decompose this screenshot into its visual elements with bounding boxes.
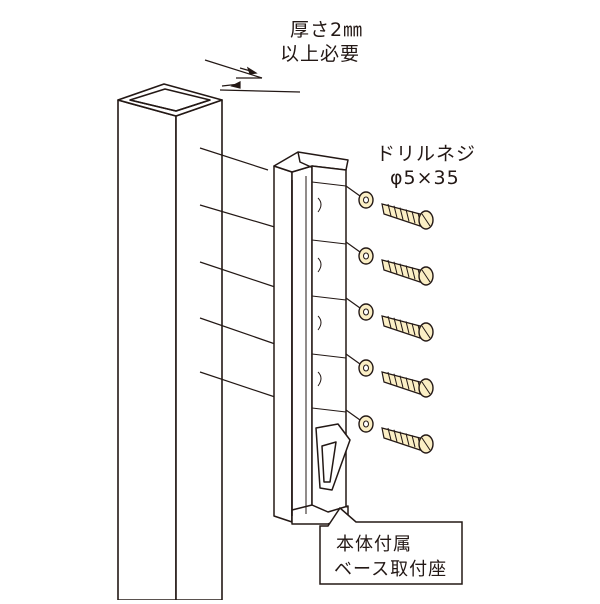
- base-mount-line1: 本体付属: [336, 534, 412, 555]
- drill-screw: [345, 297, 434, 342]
- bracket-side-channel: [291, 165, 313, 523]
- bracket-latch-inner: [321, 441, 337, 483]
- screw-shank: [381, 315, 421, 339]
- square-post: [117, 83, 223, 601]
- drill-screw: [345, 185, 434, 230]
- screw-name: ドリルネジ: [376, 143, 477, 165]
- base-mount-callout: [319, 506, 463, 585]
- base-mount-label: 本体付属 ベース取付座: [334, 532, 448, 582]
- post-front-face: [117, 99, 177, 601]
- post-inner-edge: [129, 99, 211, 112]
- base-mount-bracket: [273, 151, 351, 525]
- screw-size: φ5×35: [390, 167, 460, 189]
- drill-screw: [345, 241, 434, 286]
- post-side-face: [175, 99, 223, 601]
- drill-screw: [345, 409, 434, 454]
- drill-screws: [345, 185, 434, 454]
- bracket-front-plate: [273, 165, 293, 523]
- drill-screw: [345, 353, 434, 398]
- thickness-note: 以上必要: [280, 43, 361, 65]
- screw-shank: [381, 259, 421, 283]
- screw-shank: [381, 427, 421, 451]
- alignment-lines: [199, 147, 279, 399]
- thickness-requirement-label: 厚さ2㎜ 以上必要: [280, 18, 364, 66]
- thickness-value: 厚さ2㎜: [290, 19, 364, 41]
- thickness-dimension: [204, 59, 301, 93]
- screw-spec-label: ドリルネジ φ5×35: [376, 142, 476, 190]
- base-mount-line2: ベース取付座: [334, 559, 448, 580]
- screw-shank: [381, 371, 421, 395]
- screw-shank: [381, 203, 421, 227]
